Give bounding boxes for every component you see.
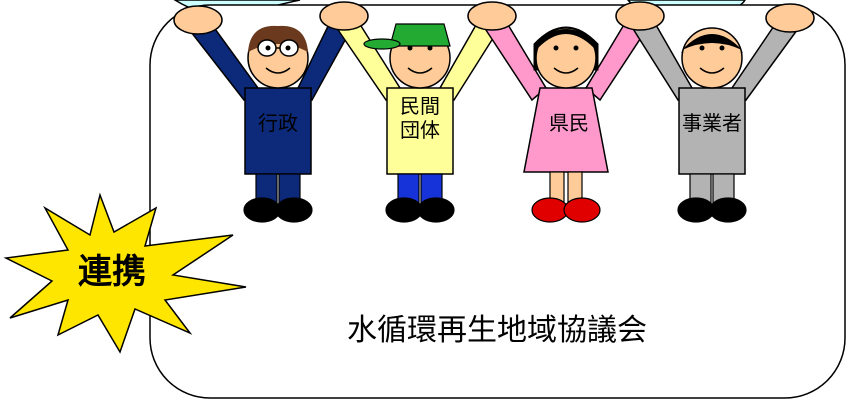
burst-label: 連携 [78, 252, 146, 292]
smile [265, 67, 291, 74]
right-eye [285, 45, 291, 51]
right-shoe [563, 197, 601, 223]
body [386, 87, 454, 175]
figure-label: 県民 [549, 111, 589, 135]
figure-label: 民間 [400, 94, 440, 118]
right-shoe [417, 197, 455, 223]
hand [467, 1, 517, 31]
left-eye [553, 45, 559, 51]
council-title: 水循環再生地域協議会 [347, 313, 647, 348]
left-shoe [385, 197, 423, 223]
left-eye [407, 45, 413, 51]
smile [699, 67, 725, 74]
cap-brim [363, 38, 401, 50]
smile [407, 67, 433, 74]
figure-label: 事業者 [682, 111, 742, 135]
figure-business-operators: 事業者 [628, 17, 802, 223]
left-shoe [243, 197, 281, 223]
right-shoe [275, 197, 313, 223]
figure-label: 団体 [400, 118, 440, 142]
bangs [538, 29, 594, 48]
right-eye [427, 45, 433, 51]
body [523, 87, 609, 173]
body [678, 87, 746, 175]
left-eye [265, 45, 271, 51]
left-shoe [677, 197, 715, 223]
body [244, 87, 312, 175]
head [535, 27, 597, 89]
front-hair [682, 34, 742, 50]
right-shoe [709, 197, 747, 223]
hand [319, 1, 369, 31]
smile [553, 67, 579, 74]
hand [765, 3, 815, 33]
figure-label: 行政 [258, 111, 298, 135]
hand [615, 1, 665, 31]
hand [173, 5, 223, 35]
left-eye [699, 45, 705, 51]
right-eye [719, 45, 725, 51]
left-shoe [531, 197, 569, 223]
collaboration-burst [3, 192, 247, 354]
right-eye [573, 45, 579, 51]
figure-residents: 県民 [480, 17, 652, 223]
